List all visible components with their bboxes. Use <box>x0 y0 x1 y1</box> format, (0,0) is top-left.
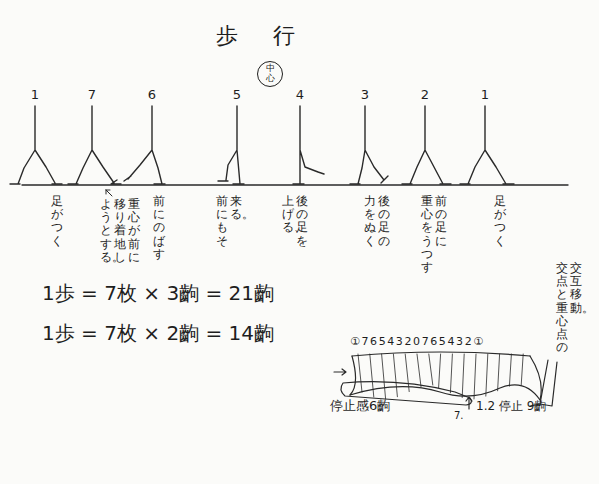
stick-figure <box>10 106 62 184</box>
pointer-arrow <box>334 369 346 375</box>
fan-stroke <box>439 354 441 388</box>
pointer-mark <box>106 190 112 196</box>
stick-figure <box>402 106 451 184</box>
vertical-caption: 重心が前に 移り着地し ようとする。 <box>100 198 140 264</box>
frame-number: 1 <box>31 88 39 102</box>
note: 停止感6齣 <box>330 399 390 413</box>
fan-stroke <box>462 354 464 398</box>
vertical-caption: 足がつく <box>51 195 63 248</box>
frame-number: 4 <box>296 88 304 102</box>
fan-stroke <box>486 354 488 396</box>
fan-stroke <box>382 354 386 399</box>
stick-figure <box>68 106 121 184</box>
stick-figure <box>124 106 165 184</box>
fan-stroke <box>498 354 500 391</box>
formula: 1歩 = 7枚 × 2齣 = 14齣 <box>42 322 274 344</box>
fan-stroke <box>450 354 452 393</box>
note: 1.2 停止 9齣 <box>476 400 546 413</box>
note: 7. <box>454 410 464 421</box>
node-text: 中心 <box>266 64 275 84</box>
frame-number: 6 <box>148 88 156 102</box>
fan-stroke <box>405 354 409 392</box>
fan-stroke <box>474 354 476 399</box>
up-arrow <box>466 397 472 409</box>
fan-stroke <box>429 354 433 385</box>
stick-figure <box>460 106 514 184</box>
center-circle: 中心 <box>257 61 283 87</box>
fan-stroke <box>509 354 511 386</box>
frame-number: 7 <box>88 88 96 102</box>
title: 歩行 <box>216 24 330 48</box>
fan-stroke <box>370 354 374 397</box>
frame-number: 2 <box>421 88 429 102</box>
formula: 1歩 = 7枚 × 3齣 = 21齣 <box>42 282 274 304</box>
stick-figure <box>293 106 324 184</box>
vertical-caption: 後の足の 力をぬく <box>364 195 390 248</box>
fan-stroke <box>358 354 362 392</box>
key-sequence: ①7654320765432① <box>350 336 485 348</box>
fan-side <box>350 356 541 400</box>
fan-stroke <box>417 354 421 387</box>
stick-figure <box>218 106 244 184</box>
vertical-caption: 足がつく <box>494 195 506 248</box>
fan-stroke <box>393 354 397 397</box>
vertical-caption: 前にのばす <box>153 195 165 261</box>
frame-number: 1 <box>481 88 489 102</box>
vertical-caption: 前にもそ 来る。 <box>216 195 242 248</box>
stick-figure <box>350 106 388 184</box>
fan-stroke <box>521 354 523 385</box>
vertical-caption: 前の足に 重心をうつす <box>421 195 447 274</box>
frame-number: 5 <box>233 88 241 102</box>
vertical-caption: 後の足を 上げる、 <box>282 195 308 248</box>
vertical-caption: 交点と重心点の 交互移動。 <box>556 262 582 354</box>
frame-number: 3 <box>361 88 369 102</box>
fan-bottom <box>350 385 540 400</box>
